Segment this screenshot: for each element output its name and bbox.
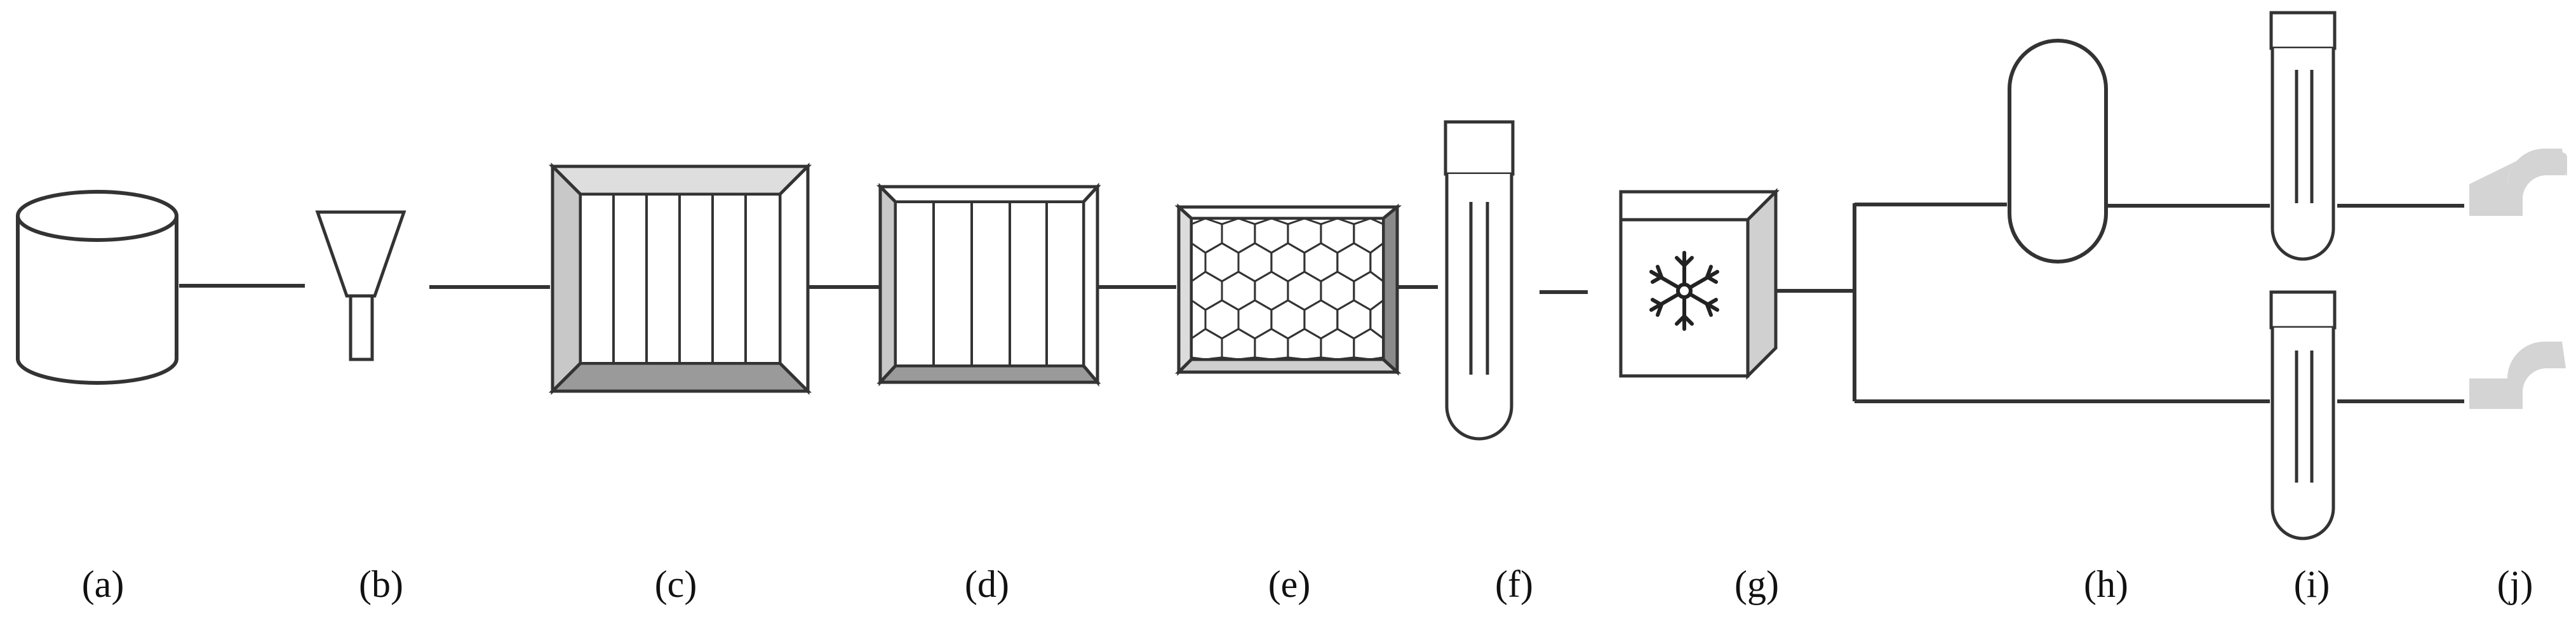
honeycomb-cell (1370, 356, 1385, 361)
test-tube-top-icon (2269, 11, 2337, 261)
funnel-icon (315, 210, 406, 361)
label-b: (b) (359, 563, 403, 605)
label-a: (a) (81, 563, 124, 605)
label-i: (i) (2293, 563, 2330, 605)
test-tube-icon (1444, 120, 1515, 441)
large-filter-panel-icon (548, 162, 812, 396)
freezer-cube-icon (1619, 187, 1780, 380)
honeycomb-cell (1205, 356, 1239, 361)
honeycomb-cells (1190, 217, 1385, 361)
label-j: (j) (2497, 563, 2533, 605)
connector-lines (179, 203, 2464, 403)
honeycomb-filter-icon (1174, 203, 1402, 377)
tank-icon (16, 190, 178, 385)
snowflake-icon (1649, 251, 1719, 331)
honeycomb-cell (1271, 356, 1305, 361)
label-g: (g) (1734, 563, 1779, 605)
label-d: (d) (965, 563, 1009, 605)
honeycomb-cell (1304, 356, 1338, 361)
exhaust-elbow-bottom-icon (2469, 342, 2566, 409)
exhaust-elbow-top-icon (2469, 149, 2567, 216)
label-c: (c) (654, 563, 697, 605)
honeycomb-cell (1337, 356, 1371, 361)
label-h: (h) (2084, 563, 2128, 605)
label-f: (f) (1495, 563, 1533, 605)
test-tube-bottom-icon (2269, 290, 2337, 540)
label-e: (e) (1268, 563, 1311, 605)
honeycomb-cell (1238, 356, 1272, 361)
small-filter-panel-icon (876, 182, 1101, 387)
capsule-vessel-icon (2008, 39, 2108, 264)
